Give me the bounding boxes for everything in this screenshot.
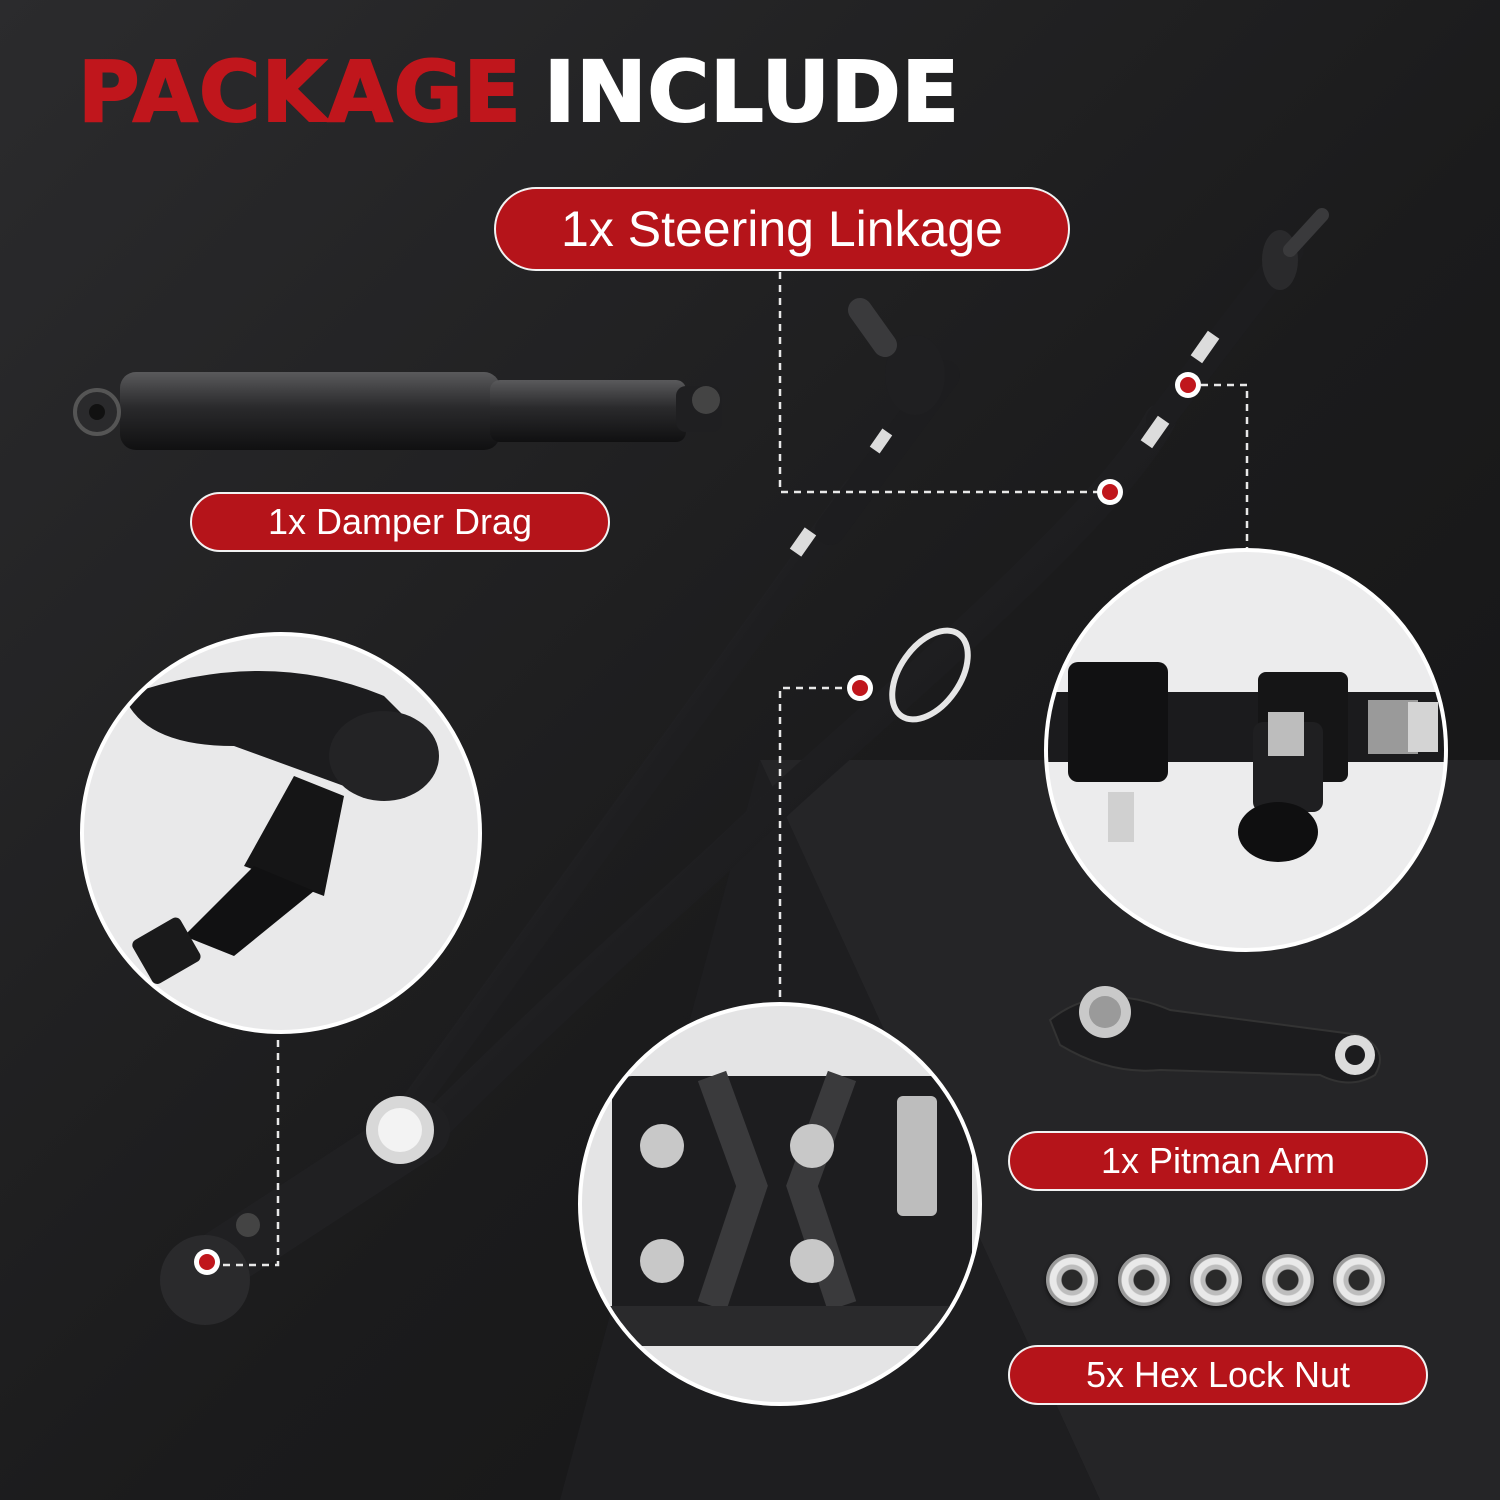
callout-dots bbox=[194, 372, 1201, 1275]
hex-lock-nut-icon bbox=[1333, 1254, 1385, 1306]
hex-lock-nut-text: 5x Hex Lock Nut bbox=[1085, 1354, 1351, 1395]
title-word-package: PACKAGE bbox=[77, 43, 522, 141]
background-panel bbox=[760, 760, 1500, 1500]
zoom-mounting-plate bbox=[578, 1002, 982, 1406]
hex-lock-nut-icon bbox=[1190, 1254, 1242, 1306]
steering-linkage-label: 1x Steering Linkage bbox=[494, 187, 1070, 271]
damper-drag-label: 1x Damper Drag bbox=[190, 492, 610, 552]
zoom-tie-rod-end bbox=[80, 632, 482, 1034]
zoom-adjuster-sleeve bbox=[1044, 548, 1448, 952]
lower-joint bbox=[160, 1096, 450, 1325]
damper-drag-part bbox=[73, 372, 722, 450]
pitman-arm-part bbox=[1048, 986, 1381, 1084]
hex-lock-nut-icon bbox=[1118, 1254, 1170, 1306]
pitman-arm-text: 1x Pitman Arm bbox=[1100, 1140, 1336, 1181]
hex-lock-nut-icon bbox=[1046, 1254, 1098, 1306]
title-word-include: INCLUDE bbox=[543, 43, 961, 141]
hex-lock-nut-label: 5x Hex Lock Nut bbox=[1008, 1345, 1428, 1405]
steering-linkage-text: 1x Steering Linkage bbox=[561, 201, 1003, 257]
damper-drag-text: 1x Damper Drag bbox=[267, 501, 533, 542]
tie-rod bbox=[382, 298, 960, 1143]
pitman-arm-label: 1x Pitman Arm bbox=[1008, 1131, 1428, 1191]
hex-lock-nut-icon bbox=[1262, 1254, 1314, 1306]
leader-lines bbox=[210, 272, 1249, 1267]
